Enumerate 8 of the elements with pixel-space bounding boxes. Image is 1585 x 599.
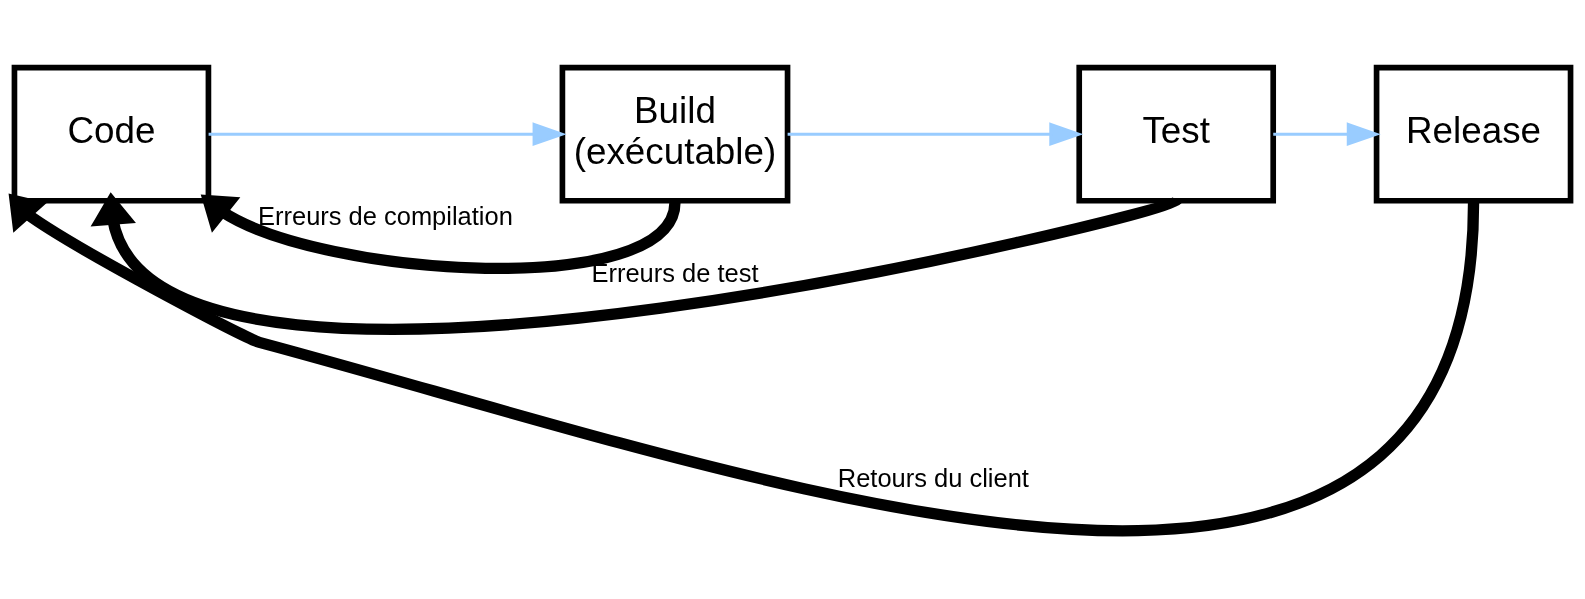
arrow — [787, 122, 1084, 147]
arrow — [1273, 122, 1381, 147]
node-box: Test — [1076, 64, 1277, 204]
arrow — [208, 122, 567, 147]
node-box: Build (exécutable) — [559, 64, 791, 204]
edge-label: Retours du client — [837, 464, 1029, 493]
node-box: Release — [1373, 64, 1574, 204]
node-box: Code — [11, 64, 212, 204]
